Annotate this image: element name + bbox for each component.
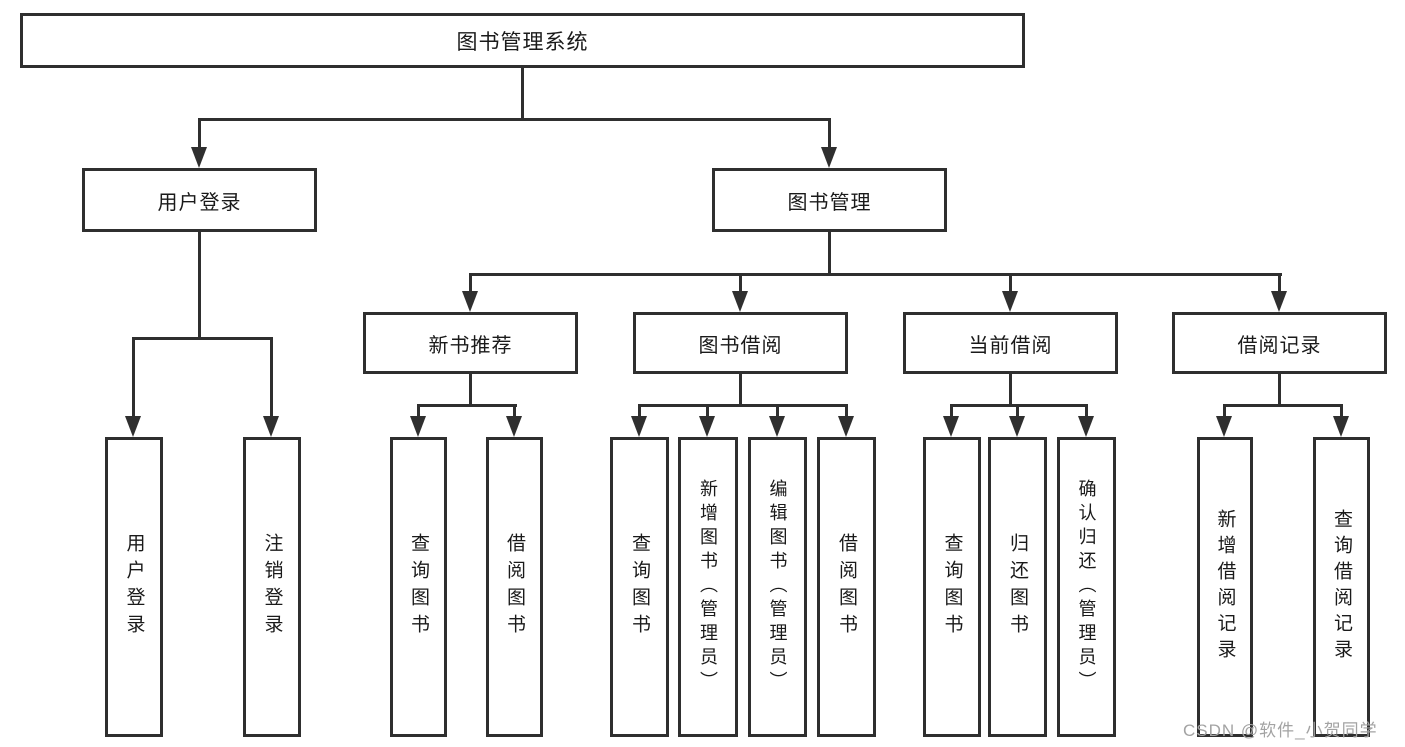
connector-drop xyxy=(776,404,779,420)
connector-mgmt-bus xyxy=(469,273,1282,276)
node-book-borrow: 图书借阅 xyxy=(633,312,848,374)
connector-login-bus xyxy=(132,337,273,340)
leaf-records-add-record: 新增借阅记录 xyxy=(1197,437,1253,737)
node-new-book-recommend: 新书推荐 xyxy=(363,312,578,374)
arrow-down-icon xyxy=(699,416,715,437)
connector-drop-user-login xyxy=(198,118,201,151)
connector-drop xyxy=(1085,404,1088,420)
leaf-current-query-book: 查询图书 xyxy=(923,437,981,737)
node-user-login: 用户登录 xyxy=(82,168,317,232)
connector-drop-recommend xyxy=(469,273,472,295)
leaf-label: 新增借阅记录 xyxy=(1214,509,1236,665)
connector-drop-records xyxy=(1278,273,1281,295)
connector-root-bus xyxy=(198,118,831,121)
connector-drop-login-leaf1 xyxy=(132,337,135,418)
leaf-borrow-query-book: 查询图书 xyxy=(610,437,669,737)
arrow-down-icon xyxy=(506,416,522,437)
connector-drop-book-mgmt xyxy=(828,118,831,151)
connector-drop xyxy=(706,404,709,420)
arrow-down-icon xyxy=(263,416,279,437)
arrow-down-icon xyxy=(943,416,959,437)
leaf-borrow-borrow-book: 借阅图书 xyxy=(817,437,876,737)
leaf-label: 编辑图书（管理员） xyxy=(767,479,788,695)
leaf-borrow-add-book-admin: 新增图书（管理员） xyxy=(678,437,738,737)
arrow-down-icon xyxy=(838,416,854,437)
leaf-records-query-record: 查询借阅记录 xyxy=(1313,437,1370,737)
connector-mgmt-stem xyxy=(828,232,831,276)
node-borrow-label: 图书借阅 xyxy=(698,334,783,357)
leaf-logout: 注销登录 xyxy=(243,437,301,737)
arrow-down-icon xyxy=(125,416,141,437)
arrow-down-icon xyxy=(821,147,837,168)
arrow-down-icon xyxy=(1216,416,1232,437)
arrow-down-icon xyxy=(1002,291,1018,312)
leaf-borrow-edit-book-admin: 编辑图书（管理员） xyxy=(748,437,807,737)
leaf-user-login: 用户登录 xyxy=(105,437,163,737)
connector-current-bus xyxy=(950,404,1088,407)
leaf-label: 查询图书 xyxy=(629,533,650,641)
node-borrow-records: 借阅记录 xyxy=(1172,312,1387,374)
leaf-recommend-borrow-book: 借阅图书 xyxy=(486,437,543,737)
leaf-label: 查询图书 xyxy=(408,533,429,641)
arrow-down-icon xyxy=(732,291,748,312)
connector-drop xyxy=(513,404,516,420)
leaf-label: 查询图书 xyxy=(941,533,963,641)
connector-drop xyxy=(950,404,953,420)
leaf-label: 借阅图书 xyxy=(504,533,525,641)
connector-drop xyxy=(417,404,420,420)
connector-drop xyxy=(1223,404,1226,420)
arrow-down-icon xyxy=(631,416,647,437)
connector-drop xyxy=(638,404,641,420)
connector-recommend-stem xyxy=(469,374,472,407)
leaf-current-return-book: 归还图书 xyxy=(988,437,1047,737)
leaf-label: 借阅图书 xyxy=(836,533,857,641)
connector-drop-borrow xyxy=(739,273,742,295)
node-root-label: 图书管理系统 xyxy=(456,30,589,54)
leaf-label: 注销登录 xyxy=(261,533,283,641)
node-user-login-label: 用户登录 xyxy=(157,191,242,214)
node-book-mgmt: 图书管理 xyxy=(712,168,947,232)
leaf-label: 归还图书 xyxy=(1007,533,1028,641)
arrow-down-icon xyxy=(1078,416,1094,437)
arrow-down-icon xyxy=(1009,416,1025,437)
node-current-borrow: 当前借阅 xyxy=(903,312,1118,374)
leaf-label: 查询借阅记录 xyxy=(1331,509,1352,665)
node-root-system: 图书管理系统 xyxy=(20,13,1025,68)
leaf-label: 新增图书（管理员） xyxy=(698,479,718,695)
arrow-down-icon xyxy=(1271,291,1287,312)
connector-records-stem xyxy=(1278,374,1281,407)
arrow-down-icon xyxy=(1333,416,1349,437)
connector-root-stem xyxy=(521,68,524,120)
leaf-label: 用户登录 xyxy=(123,533,145,641)
connector-drop-login-leaf2 xyxy=(270,337,273,418)
node-current-label: 当前借阅 xyxy=(968,334,1053,357)
connector-drop xyxy=(1016,404,1019,420)
connector-drop xyxy=(845,404,848,420)
connector-drop xyxy=(1340,404,1343,420)
connector-login-stem xyxy=(198,232,201,340)
connector-records-bus xyxy=(1223,404,1343,407)
connector-current-stem xyxy=(1009,374,1012,407)
node-records-label: 借阅记录 xyxy=(1237,334,1322,357)
connector-borrow-stem xyxy=(739,374,742,407)
leaf-recommend-query-book: 查询图书 xyxy=(390,437,447,737)
leaf-label: 确认归还（管理员） xyxy=(1076,479,1097,695)
csdn-watermark: CSDN @软件_小贺同学 xyxy=(1183,721,1378,740)
connector-borrow-bus xyxy=(638,404,848,407)
node-book-mgmt-label: 图书管理 xyxy=(787,191,872,214)
arrow-down-icon xyxy=(462,291,478,312)
arrow-down-icon xyxy=(410,416,426,437)
connector-recommend-bus xyxy=(417,404,517,407)
arrow-down-icon xyxy=(769,416,785,437)
node-recommend-label: 新书推荐 xyxy=(428,334,513,357)
connector-drop-current xyxy=(1009,273,1012,295)
arrow-down-icon xyxy=(191,147,207,168)
leaf-current-confirm-return-admin: 确认归还（管理员） xyxy=(1057,437,1116,737)
